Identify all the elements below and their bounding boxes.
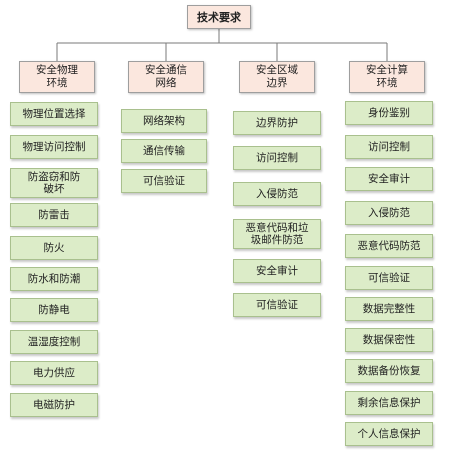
requirement-item: 物理访问控制 <box>10 135 98 159</box>
requirement-item: 身份鉴别 <box>345 101 433 125</box>
category-node: 安全物理 环境 <box>19 61 95 93</box>
requirement-item: 可信验证 <box>121 169 207 193</box>
requirement-item: 恶意代码和垃 圾邮件防范 <box>233 219 321 249</box>
requirement-item: 数据备份恢复 <box>345 359 433 383</box>
requirement-item: 防火 <box>10 236 98 260</box>
requirement-item: 数据保密性 <box>345 328 433 352</box>
requirement-item: 通信传输 <box>121 139 207 163</box>
requirement-item: 访问控制 <box>345 135 433 159</box>
requirement-item: 数据完整性 <box>345 297 433 321</box>
requirement-item: 可信验证 <box>345 266 433 290</box>
requirement-item: 边界防护 <box>233 111 321 135</box>
requirement-item: 物理位置选择 <box>10 102 98 126</box>
requirement-item: 安全审计 <box>233 259 321 283</box>
requirement-item: 防雷击 <box>10 203 98 227</box>
requirement-item: 温湿度控制 <box>10 330 98 354</box>
requirement-item: 个人信息保护 <box>345 422 433 446</box>
requirement-item: 入侵防范 <box>233 182 321 206</box>
requirement-item: 访问控制 <box>233 146 321 170</box>
requirement-item: 恶意代码防范 <box>345 234 433 258</box>
requirement-item: 可信验证 <box>233 293 321 317</box>
requirement-item: 防水和防潮 <box>10 267 98 291</box>
requirement-item: 网络架构 <box>121 109 207 133</box>
root-node: 技术要求 <box>187 5 251 29</box>
requirement-item: 防盗窃和防 破坏 <box>10 168 98 198</box>
category-node: 安全计算 环境 <box>349 61 425 93</box>
category-node: 安全区域 边界 <box>239 61 315 93</box>
requirement-item: 剩余信息保护 <box>345 391 433 415</box>
requirement-item: 入侵防范 <box>345 201 433 225</box>
requirement-item: 电力供应 <box>10 361 98 385</box>
requirement-item: 安全审计 <box>345 167 433 191</box>
requirement-item: 防静电 <box>10 298 98 322</box>
category-node: 安全通信 网络 <box>128 61 204 93</box>
requirement-item: 电磁防护 <box>10 393 98 417</box>
